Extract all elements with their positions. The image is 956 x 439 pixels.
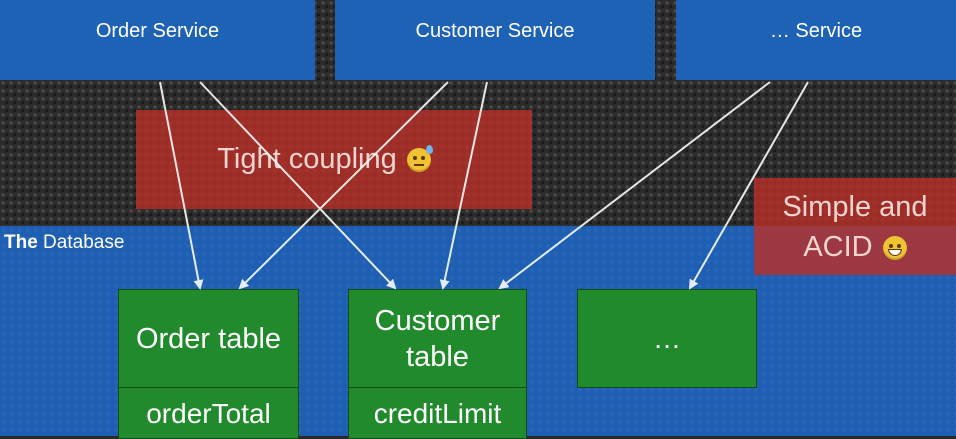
other-service-label: … Service bbox=[769, 19, 863, 42]
arrow-order-to-order-table bbox=[159, 81, 204, 290]
order-service-label: Order Service bbox=[95, 19, 220, 42]
order-service-box: Order Service bbox=[0, 0, 315, 80]
other-service-box: … Service bbox=[676, 0, 956, 80]
database-label: The Database bbox=[4, 232, 124, 254]
arrow-other-to-other-table bbox=[689, 81, 809, 290]
arrow-customer-to-order-table bbox=[238, 81, 449, 290]
arrow-order-to-customer-table bbox=[199, 81, 397, 290]
simple-acid-line1: Simple and bbox=[782, 190, 928, 223]
tight-coupling-text: Tight coupling bbox=[217, 143, 397, 175]
arrow-customer-to-customer-table bbox=[439, 81, 488, 290]
simple-acid-callout: Simple and ACID bbox=[754, 178, 956, 275]
simple-acid-line2: ACID bbox=[803, 230, 873, 263]
other-table-name: … bbox=[653, 322, 681, 354]
customer-table-box: Customer table creditLimit bbox=[348, 289, 527, 439]
order-total-column: orderTotal bbox=[119, 387, 298, 438]
customer-table-name-line2: table bbox=[406, 340, 469, 373]
customer-service-label: Customer Service bbox=[415, 19, 575, 42]
downcast-face-with-sweat-icon bbox=[406, 144, 433, 172]
grinning-face-icon bbox=[882, 235, 907, 260]
credit-limit-column: creditLimit bbox=[349, 387, 526, 438]
database-label-bold: The bbox=[4, 232, 38, 253]
order-table-name: Order table bbox=[135, 322, 282, 355]
database-label-rest: Database bbox=[37, 232, 125, 253]
customer-table-name: Customer table bbox=[349, 290, 526, 387]
customer-service-box: Customer Service bbox=[335, 0, 655, 80]
tight-coupling-callout: Tight coupling bbox=[136, 110, 532, 209]
other-table-box: … bbox=[577, 289, 757, 388]
customer-table-name-line1: Customer bbox=[374, 304, 501, 337]
arrow-other-to-customer-table bbox=[498, 81, 771, 290]
order-table-box: Order table orderTotal bbox=[118, 289, 299, 439]
